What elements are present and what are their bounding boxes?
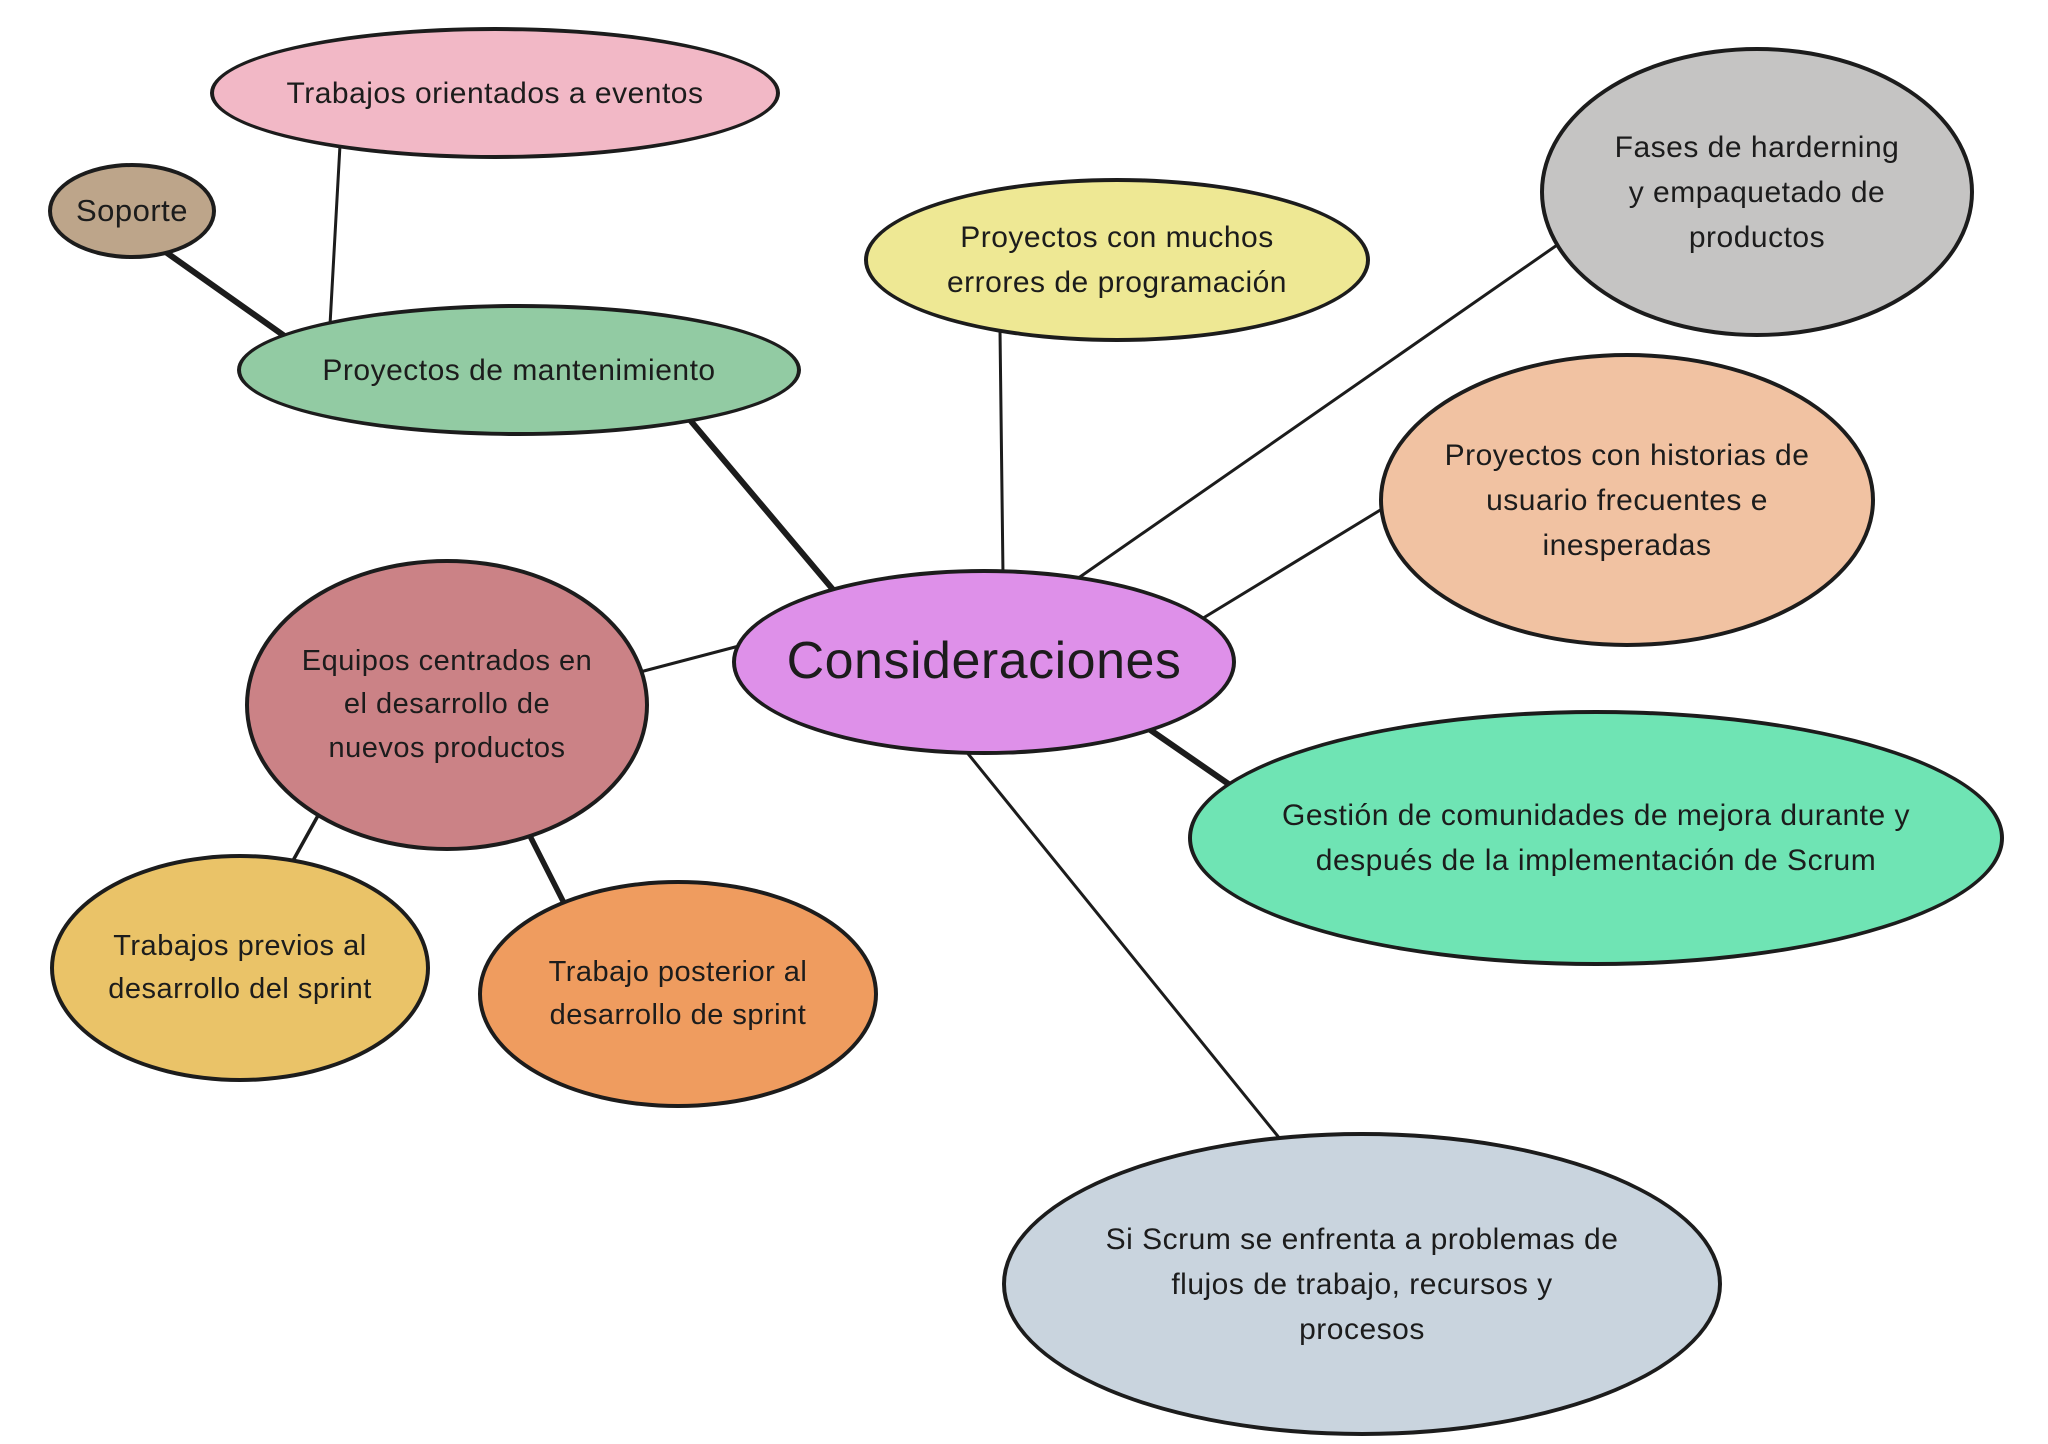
node-trabajos-orientados-eventos[interactable]: Trabajos orientados a eventos bbox=[210, 27, 780, 159]
node-equipos-centrados[interactable]: Equipos centrados en el desarrollo de nu… bbox=[245, 559, 649, 851]
node-label-trabajos-orientados-eventos: Trabajos orientados a eventos bbox=[286, 76, 704, 110]
node-label-proyectos-historias: Proyectos con historias de usuario frecu… bbox=[1444, 438, 1810, 562]
edge-soporte--proyectos-mantenimiento bbox=[157, 245, 303, 350]
edge-equipos-centrados--trabajo-posterior bbox=[527, 833, 568, 908]
node-fases-hardening[interactable]: Fases de harderning y empaquetado de pro… bbox=[1540, 47, 1974, 337]
node-si-scrum-problemas[interactable]: Si Scrum se enfrenta a problemas de fluj… bbox=[1002, 1132, 1722, 1436]
edge-equipos-centrados--consideraciones bbox=[638, 644, 741, 674]
node-gestion-comunidades[interactable]: Gestión de comunidades de mejora durante… bbox=[1188, 710, 2004, 966]
node-label-fases-hardening: Fases de harderning y empaquetado de pro… bbox=[1614, 130, 1900, 254]
node-label-proyectos-mantenimiento: Proyectos de mantenimiento bbox=[322, 353, 716, 387]
edge-proyectos-mantenimiento--consideraciones bbox=[687, 417, 838, 595]
node-label-trabajo-posterior: Trabajo posterior al desarrollo de sprin… bbox=[548, 955, 808, 1032]
node-label-si-scrum-problemas: Si Scrum se enfrenta a problemas de fluj… bbox=[1105, 1222, 1619, 1346]
node-label-trabajos-previos: Trabajos previos al desarrollo del sprin… bbox=[108, 929, 372, 1006]
edge-fases-hardening--consideraciones bbox=[1062, 241, 1562, 590]
node-trabajo-posterior[interactable]: Trabajo posterior al desarrollo de sprin… bbox=[478, 880, 878, 1108]
node-proyectos-historias[interactable]: Proyectos con historias de usuario frecu… bbox=[1379, 353, 1875, 647]
node-trabajos-previos[interactable]: Trabajos previos al desarrollo del sprin… bbox=[50, 854, 430, 1082]
node-soporte[interactable]: Soporte bbox=[48, 163, 216, 259]
node-proyectos-mantenimiento[interactable]: Proyectos de mantenimiento bbox=[237, 304, 801, 436]
edge-si-scrum-problemas--consideraciones bbox=[963, 748, 1287, 1147]
node-label-equipos-centrados: Equipos centrados en el desarrollo de nu… bbox=[301, 644, 593, 764]
node-label-proyectos-errores: Proyectos con muchos errores de programa… bbox=[947, 221, 1287, 299]
node-proyectos-errores[interactable]: Proyectos con muchos errores de programa… bbox=[864, 178, 1370, 342]
edge-proyectos-historias--consideraciones bbox=[1198, 507, 1384, 622]
node-consideraciones[interactable]: Consideraciones bbox=[732, 569, 1236, 755]
edge-proyectos-errores--consideraciones bbox=[998, 328, 1005, 577]
edge-trabajos-orientados-eventos--proyectos-mantenimiento bbox=[328, 143, 342, 327]
node-label-gestion-comunidades: Gestión de comunidades de mejora durante… bbox=[1281, 799, 1911, 877]
node-label-soporte: Soporte bbox=[75, 192, 189, 228]
node-label-consideraciones: Consideraciones bbox=[786, 632, 1182, 691]
